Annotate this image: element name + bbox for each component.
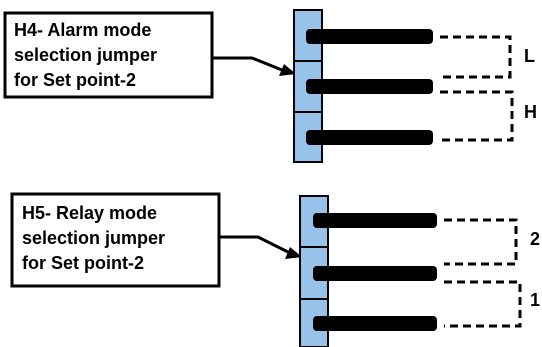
- h5-pin-2: [313, 266, 437, 281]
- h4-pointer-arrowhead: [279, 64, 296, 76]
- h4-option-h-bracket: [440, 90, 514, 142]
- h4-label-line-2: selection jumper: [14, 45, 157, 65]
- h4-pin-2: [306, 79, 433, 94]
- h4-option-h-label: H: [524, 102, 537, 122]
- h5-option-1-label: 1: [530, 290, 540, 310]
- h5-option-1-bracket: [444, 280, 522, 328]
- h4-label-line-3: for Set point-2: [14, 70, 136, 90]
- h5-jumper-group: H5- Relay mode selection jumper for Set …: [10, 192, 540, 347]
- h4-option-l-bracket: [440, 35, 512, 79]
- h5-pointer-line: [219, 235, 289, 254]
- h5-pin-1: [313, 213, 437, 228]
- h4-pin-3: [306, 130, 433, 145]
- h4-option-l-label: L: [524, 46, 535, 66]
- h4-pin-1: [306, 29, 433, 44]
- h5-option-2-bracket: [444, 218, 518, 266]
- h5-label-line-3: for Set point-2: [22, 253, 144, 273]
- h5-pin-3: [313, 316, 437, 331]
- h5-label-box: [10, 192, 221, 288]
- h4-jumper-group: H4- Alarm mode selection jumper for Set …: [3, 9, 537, 163]
- h5-option-2-label: 2: [530, 229, 540, 249]
- h5-label-line-2: selection jumper: [22, 228, 165, 248]
- h4-label-line-1: H4- Alarm mode: [14, 20, 151, 40]
- h5-label-line-1: H5- Relay mode: [22, 203, 157, 223]
- h5-pointer-arrowhead: [285, 247, 302, 259]
- h4-label-box: [3, 11, 214, 99]
- h4-pointer-line: [212, 56, 283, 72]
